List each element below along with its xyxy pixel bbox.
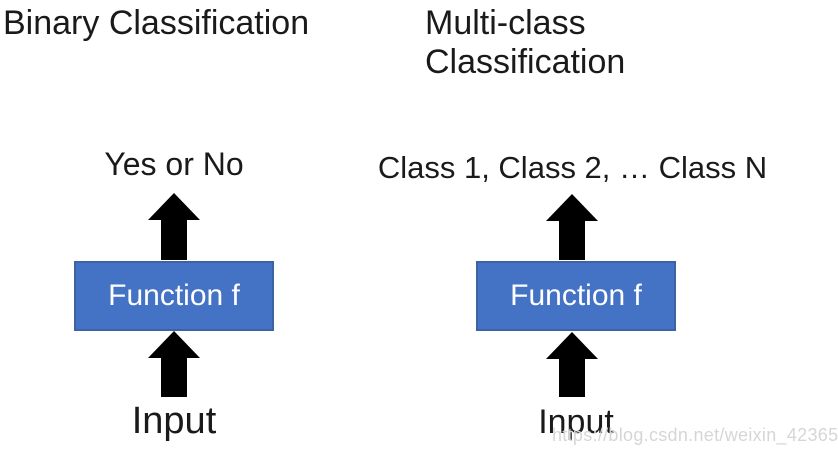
multiclass-function-box: Function f: [476, 261, 676, 331]
binary-input-label: Input: [131, 400, 217, 442]
up-arrow-icon: [546, 332, 598, 397]
up-arrow-icon: [148, 331, 200, 397]
csdn-watermark: https://blog.csdn.net/weixin_42365443: [552, 425, 838, 445]
up-arrow-shape: [148, 193, 200, 260]
multiclass-output-label: Class 1, Class 2, … Class N: [377, 150, 768, 185]
up-arrow-shape: [546, 194, 598, 260]
multi-class-classification-heading: Multi-class Classification: [425, 4, 626, 81]
multiclass-input-label: Input: [538, 403, 614, 441]
binary-classification-heading: Binary Classification: [3, 4, 310, 42]
up-arrow-shape: [148, 331, 200, 397]
multiclass-function-box-label: Function f: [510, 279, 642, 312]
up-arrow-icon: [148, 193, 200, 260]
binary-function-box-label: Function f: [108, 279, 240, 312]
binary-function-box: Function f: [74, 261, 274, 331]
up-arrow-shape: [546, 332, 598, 397]
up-arrow-icon: [546, 194, 598, 260]
binary-output-label: Yes or No: [104, 146, 244, 182]
